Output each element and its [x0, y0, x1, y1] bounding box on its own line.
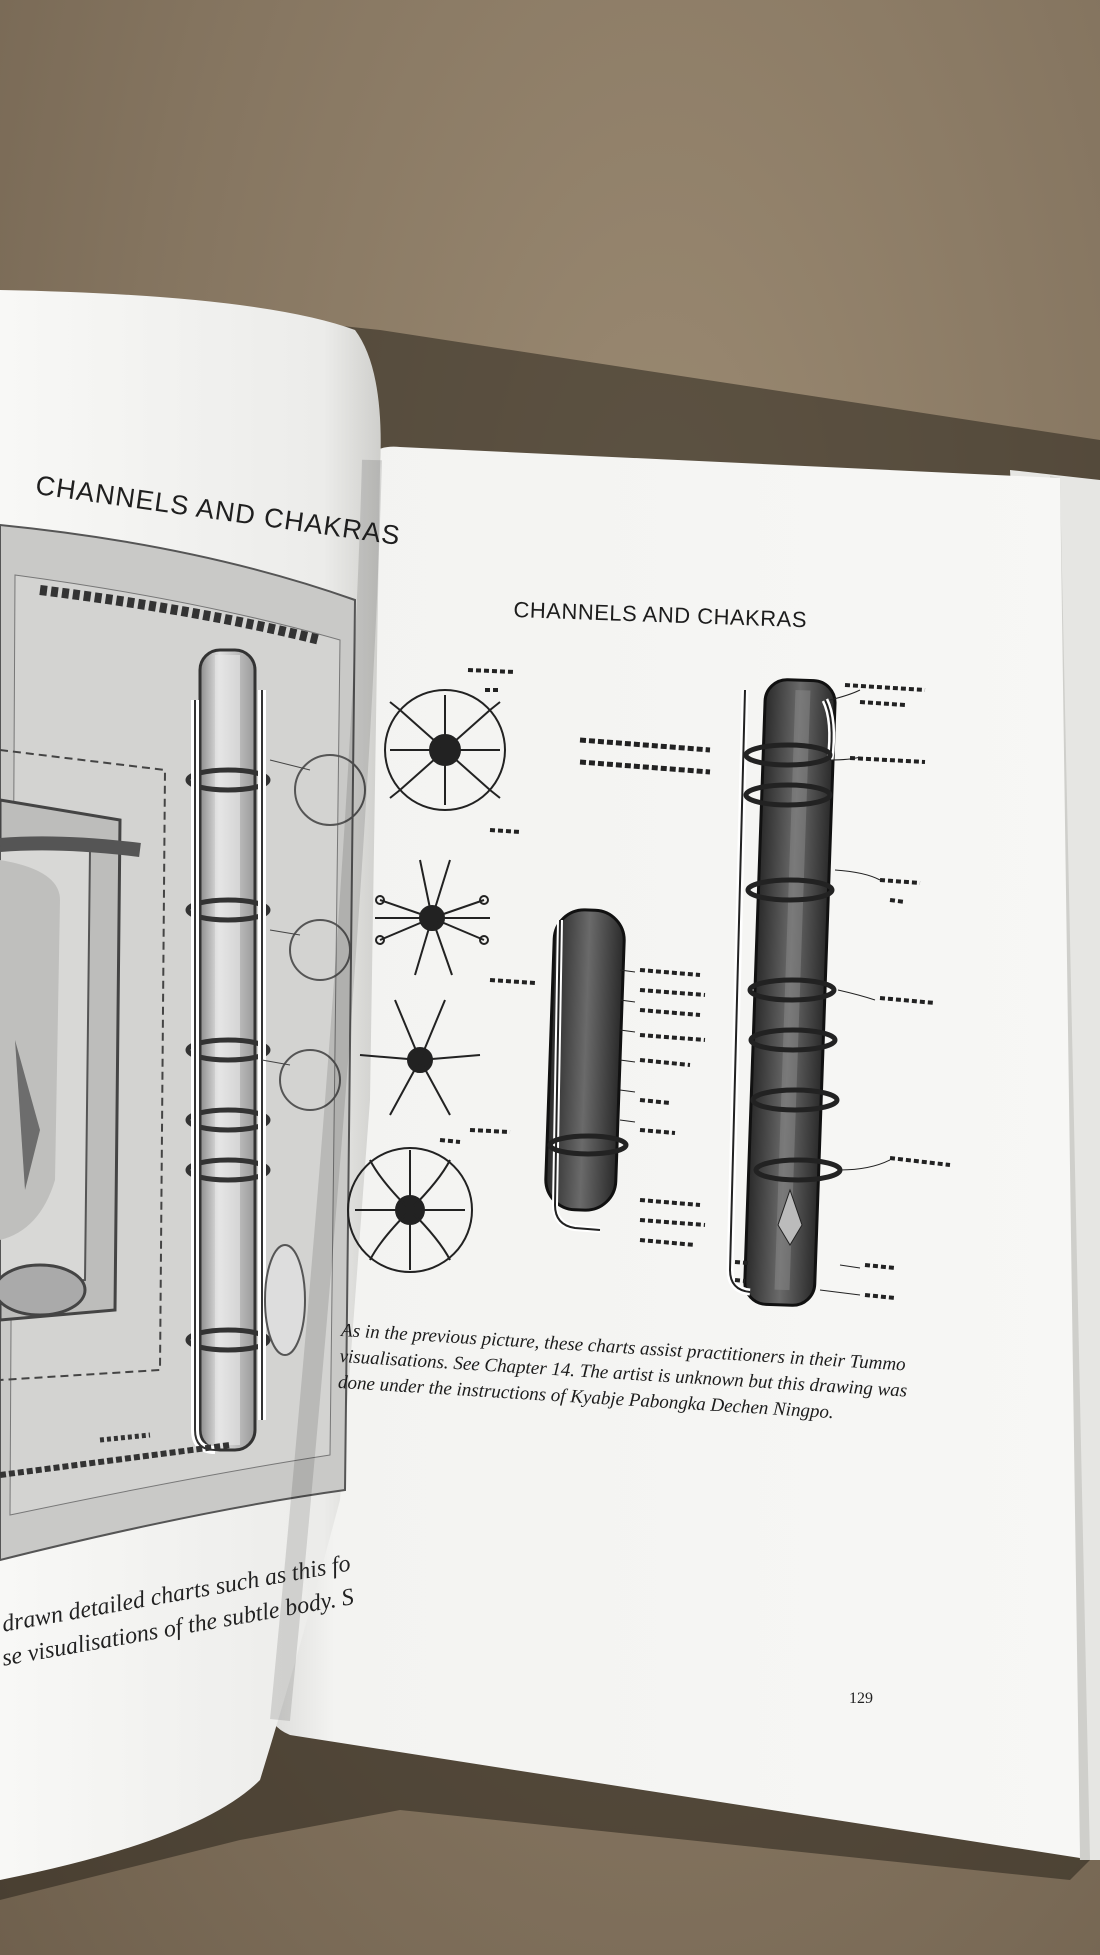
right-page: [269, 446, 1081, 1859]
left-illustration: [0, 523, 366, 1562]
left-running-head: CHANNELS AND CHAKRAS: [33, 470, 403, 551]
right-illustration: [347, 668, 951, 1307]
left-page-text: CHANNELS AND CHAKRAS drawn detailed char…: [0, 0, 403, 1955]
page-number: 129: [849, 1690, 873, 1707]
